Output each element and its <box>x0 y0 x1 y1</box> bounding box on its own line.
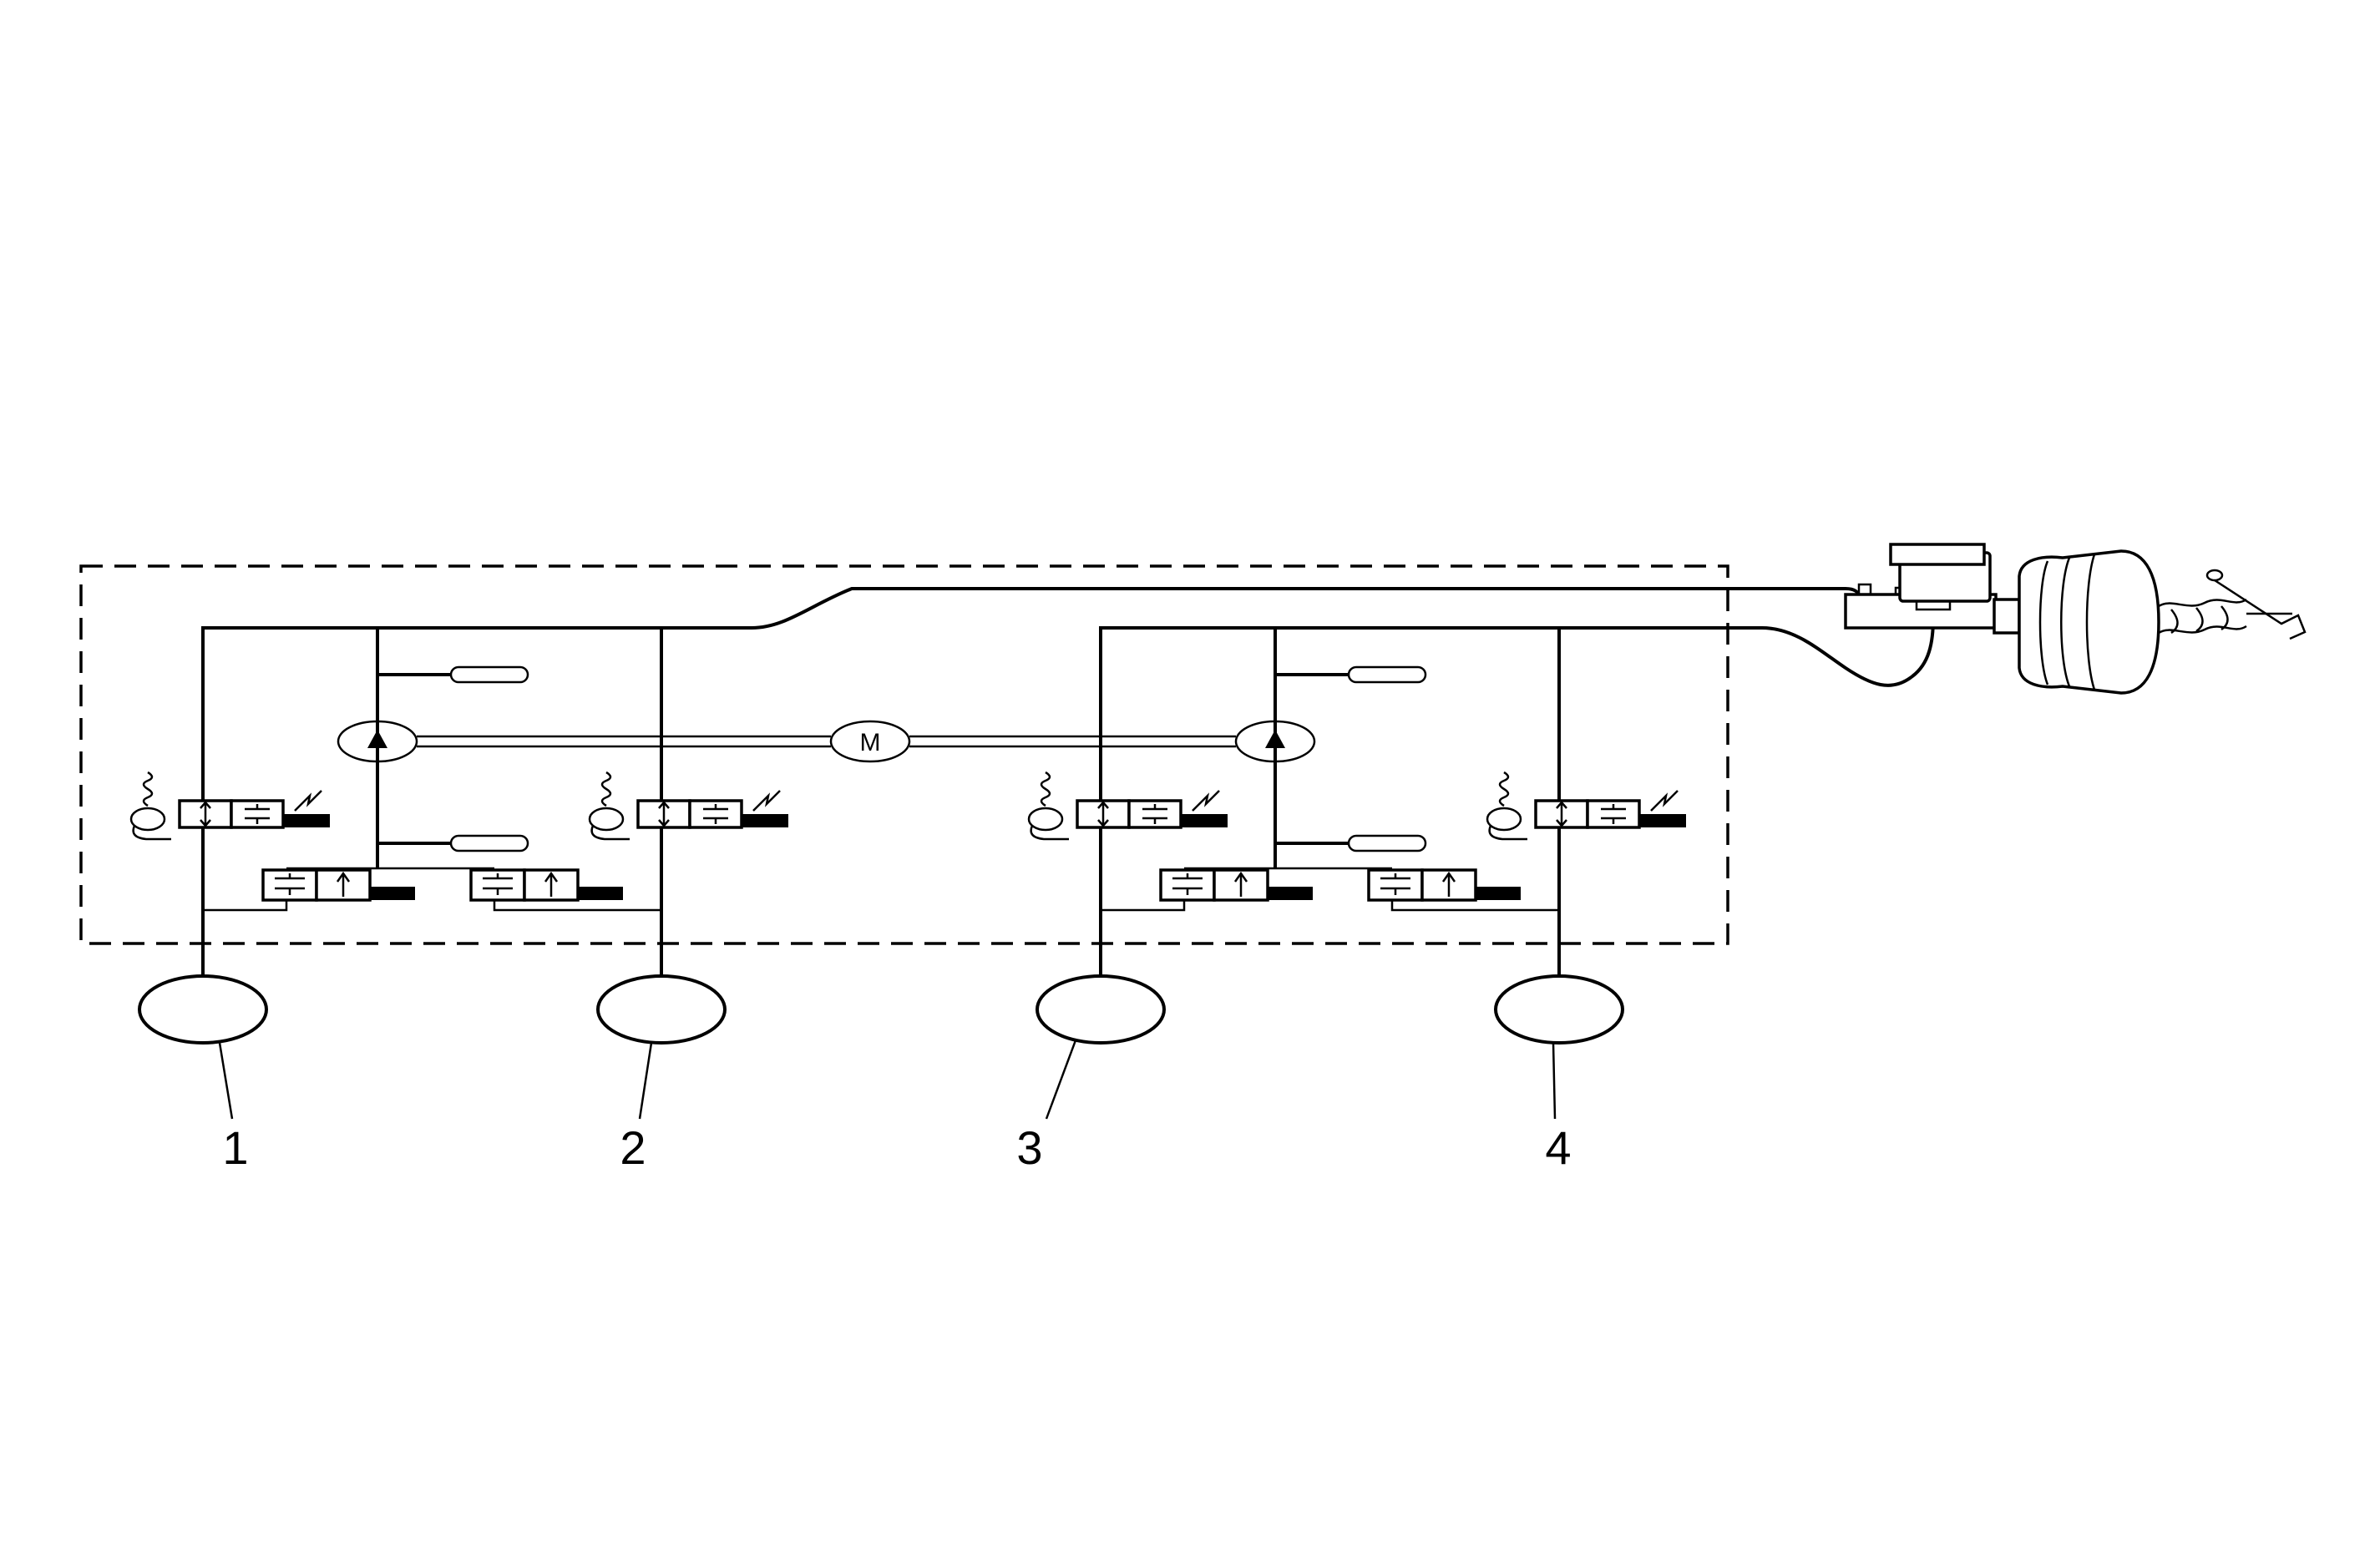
accumulator-icon <box>1347 665 1427 684</box>
outlet-valve-icon <box>1367 868 1522 902</box>
callout-3: 3 <box>1016 1121 1042 1174</box>
wheel-brake-4-icon <box>1494 974 1624 1045</box>
inlet-valve-icon <box>588 771 790 841</box>
brake-pedal-icon <box>2158 569 2307 640</box>
pump-motor-icon <box>829 720 911 763</box>
pump-icon <box>337 720 418 763</box>
callout-4: 4 <box>1545 1121 1571 1174</box>
motor-label: M <box>860 729 881 756</box>
inlet-valve-icon <box>1486 771 1688 841</box>
secondary-brake-line <box>1099 617 1935 914</box>
pump-icon <box>1234 720 1316 763</box>
primary-brake-line <box>201 587 1860 914</box>
accumulator-icon <box>449 665 529 684</box>
inlet-valve-icon <box>129 771 332 841</box>
master-cylinder-icon <box>1844 543 2021 635</box>
outlet-valve-icon <box>261 868 417 902</box>
modulator-boundary <box>79 564 1729 945</box>
accumulator-icon <box>449 834 529 852</box>
callout-2: 2 <box>620 1121 646 1174</box>
outlet-valve-icon <box>1159 868 1314 902</box>
inlet-valve-icon <box>1027 771 1229 841</box>
callout-1: 1 <box>222 1121 248 1174</box>
wheel-brake-2-icon <box>596 974 727 1045</box>
wheel-brake-3-icon <box>1036 974 1166 1045</box>
brake-booster-icon <box>2018 549 2160 695</box>
outlet-valve-icon <box>469 868 625 902</box>
accumulator-icon <box>1347 834 1427 852</box>
wheel-brake-1-icon <box>138 974 268 1045</box>
pump-shaft <box>417 735 831 748</box>
